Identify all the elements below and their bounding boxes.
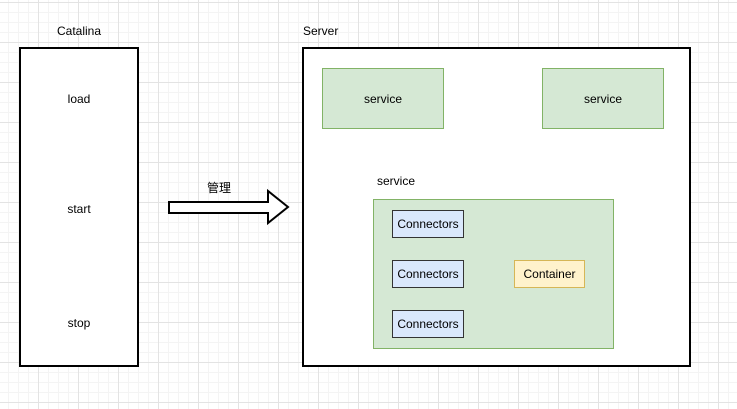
catalina-item-load: load	[67, 92, 91, 106]
catalina-item-stop: stop	[67, 316, 91, 330]
service-group-box: Connectors Connectors Connectors Contain…	[373, 199, 614, 349]
connectors-node-1: Connectors	[392, 210, 464, 238]
connectors-node-2: Connectors	[392, 260, 464, 288]
container-node: Container	[514, 260, 585, 288]
catalina-item-start: start	[67, 202, 91, 216]
manage-arrow-icon	[168, 188, 290, 226]
catalina-title: Catalina	[56, 24, 102, 38]
connectors-node-3: Connectors	[392, 310, 464, 338]
service-node-2: service	[542, 68, 664, 129]
arrow-label: 管理	[206, 181, 231, 195]
catalina-box: load start stop	[19, 47, 139, 367]
server-box: service service service Connectors Conne…	[302, 47, 691, 367]
service-node-1: service	[322, 68, 444, 129]
service-group-label: service	[377, 174, 416, 188]
server-title: Server	[303, 24, 339, 38]
